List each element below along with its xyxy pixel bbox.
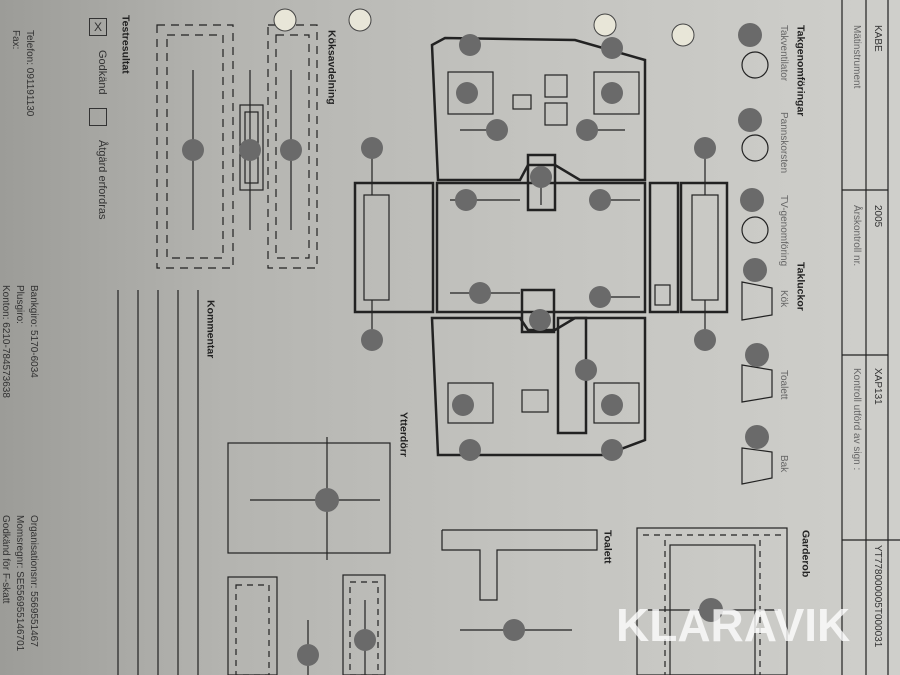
punch-holes <box>273 8 695 47</box>
sign-label: Kontroll utförd av sign : <box>851 368 862 471</box>
approved-check-mark: X <box>93 20 102 34</box>
bankgiro-text: Bankgiro: 5170-6034 <box>28 285 39 378</box>
roof-penetrations-title: Takgenomföringar <box>794 25 807 117</box>
org-number-text: Organisationsnr: 5569551467 <box>28 515 39 647</box>
approved-label: Godkänd <box>96 50 108 95</box>
fax-text: Fax: <box>10 30 21 50</box>
vat-number-text: Momsregnr: SE556955146701 <box>14 515 25 652</box>
watermark-logo: KLARAVIK <box>616 599 851 651</box>
hatch-label: Toalett <box>778 370 789 400</box>
toilet-title: Toalett <box>601 530 614 564</box>
annual-label: Årskontroll nr. <box>851 205 862 267</box>
approved-checkbox[interactable]: X <box>89 18 107 36</box>
hatch-label: Kök <box>778 290 789 308</box>
action-required-label: Åtgärd erfordras <box>96 140 108 220</box>
test-result-title: Testresultat <box>119 15 132 74</box>
roof-item-label: Pannskorsten <box>778 112 789 174</box>
plusgiro-text: Plusgiro: <box>14 285 25 324</box>
kitchen-title: Köksavdelning <box>325 30 338 105</box>
ftax-text: Godkänd för F-skatt <box>0 515 11 604</box>
roof-hatches-title: Takluckor <box>794 262 807 311</box>
roof-item-label: TV-genomföring <box>778 195 789 267</box>
instrument-label: Mätinstrument <box>851 25 862 89</box>
roof-item-label: Takventilator <box>778 25 789 82</box>
hatch-label: Bak <box>778 455 789 473</box>
comment-title: Kommentar <box>204 300 217 359</box>
vin-value: YT778000005T000031 <box>872 545 883 648</box>
action-required-checkbox[interactable] <box>89 108 107 126</box>
wardrobe-title: Garderob <box>799 530 812 578</box>
accounts-text: Konton: 6210-784573638 <box>0 285 11 398</box>
year-value: 2005 <box>872 205 883 228</box>
measurement-points <box>182 23 769 666</box>
entry-door-title: Ytterdörr <box>397 412 410 457</box>
reg-value: XAP131 <box>872 368 883 405</box>
phone-text: Telefon: 091191130 <box>24 30 35 117</box>
make-value: KABE <box>872 25 883 52</box>
